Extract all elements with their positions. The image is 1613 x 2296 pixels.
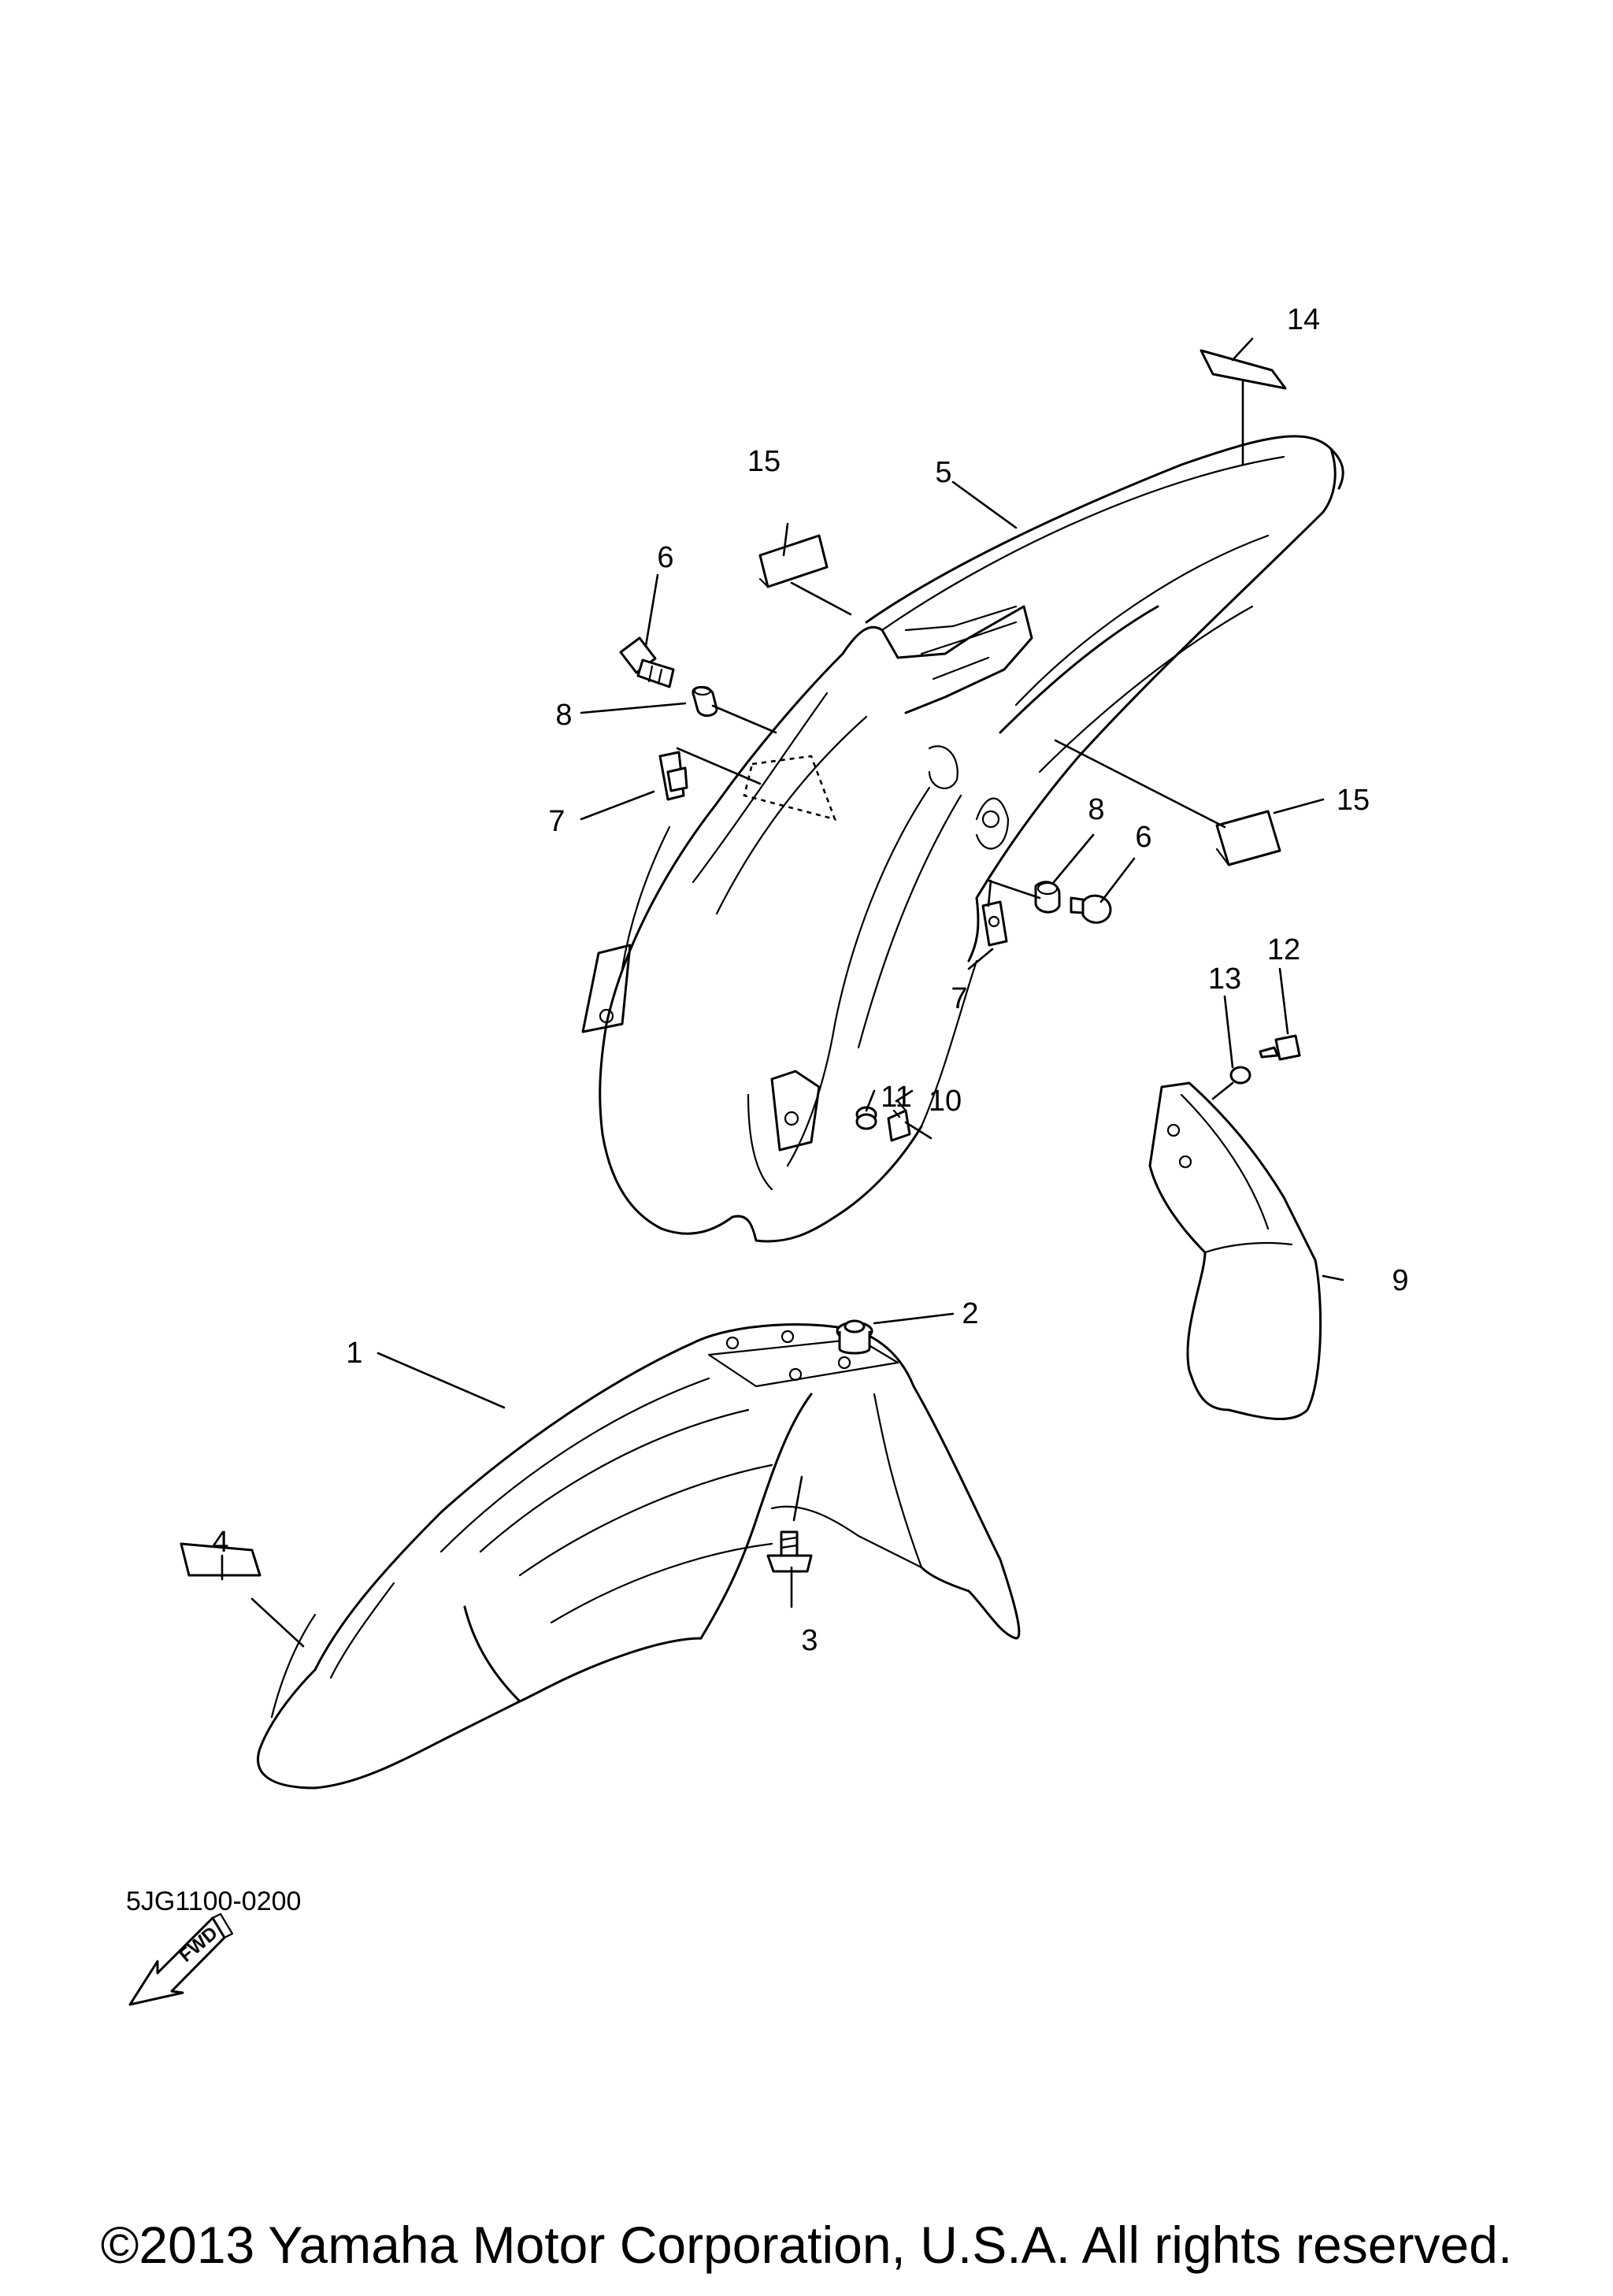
clip-upper-left[interactable] xyxy=(658,751,688,801)
collar-upper-left[interactable] xyxy=(692,685,718,717)
label-14[interactable] xyxy=(1200,349,1287,390)
washer-13[interactable] xyxy=(1229,1066,1251,1085)
callout-7-lower[interactable]: 7 xyxy=(951,982,967,1015)
callouts: 1 2 3 4 5 6 6 7 7 8 8 9 10 11 12 13 14 1… xyxy=(212,303,1408,1657)
callout-5[interactable]: 5 xyxy=(935,456,951,489)
callout-6-upper[interactable]: 6 xyxy=(657,541,673,574)
rear-fender[interactable] xyxy=(581,435,1344,1243)
diagram-code: 5JG1100-0200 xyxy=(126,1886,302,1916)
callout-15-upper[interactable]: 15 xyxy=(747,445,781,478)
label-15-right[interactable] xyxy=(1215,810,1281,866)
callout-13[interactable]: 13 xyxy=(1208,963,1241,996)
leader-lines xyxy=(221,337,1344,1648)
callout-10[interactable]: 10 xyxy=(929,1085,962,1118)
callout-15-right[interactable]: 15 xyxy=(1337,784,1370,817)
label-4[interactable] xyxy=(180,1542,261,1577)
callout-1[interactable]: 1 xyxy=(346,1337,362,1370)
fwd-arrow-icon: FWD xyxy=(128,1912,234,2006)
callout-11[interactable]: 11 xyxy=(881,1081,911,1114)
bolt-right[interactable] xyxy=(1070,894,1112,924)
mud-flap[interactable] xyxy=(1148,1081,1322,1420)
washer[interactable] xyxy=(855,1106,877,1130)
bolt-upper-left[interactable] xyxy=(619,636,675,688)
callout-3[interactable]: 3 xyxy=(801,1624,818,1657)
bolt-front-fender[interactable] xyxy=(766,1530,813,1573)
front-fender[interactable] xyxy=(257,1323,1021,1790)
copyright-notice: ©2013 Yamaha Motor Corporation, U.S.A. A… xyxy=(100,2216,1513,2274)
grommet[interactable] xyxy=(836,1319,873,1355)
callout-8-right[interactable]: 8 xyxy=(1088,793,1104,826)
bolt-10[interactable] xyxy=(887,1100,911,1142)
collar-right[interactable] xyxy=(1034,881,1061,914)
label-15-upper[interactable] xyxy=(758,534,829,588)
callout-4[interactable]: 4 xyxy=(212,1526,228,1559)
callout-14[interactable]: 14 xyxy=(1287,303,1320,336)
screw-12[interactable] xyxy=(1259,1034,1301,1061)
callout-9[interactable]: 9 xyxy=(1392,1264,1408,1297)
callout-12[interactable]: 12 xyxy=(1267,933,1300,966)
callout-8-upper[interactable]: 8 xyxy=(555,699,572,732)
callout-7-upper[interactable]: 7 xyxy=(548,805,565,838)
clip-lower[interactable] xyxy=(981,900,1008,947)
callout-2[interactable]: 2 xyxy=(962,1297,978,1330)
callout-6-right[interactable]: 6 xyxy=(1135,821,1151,854)
